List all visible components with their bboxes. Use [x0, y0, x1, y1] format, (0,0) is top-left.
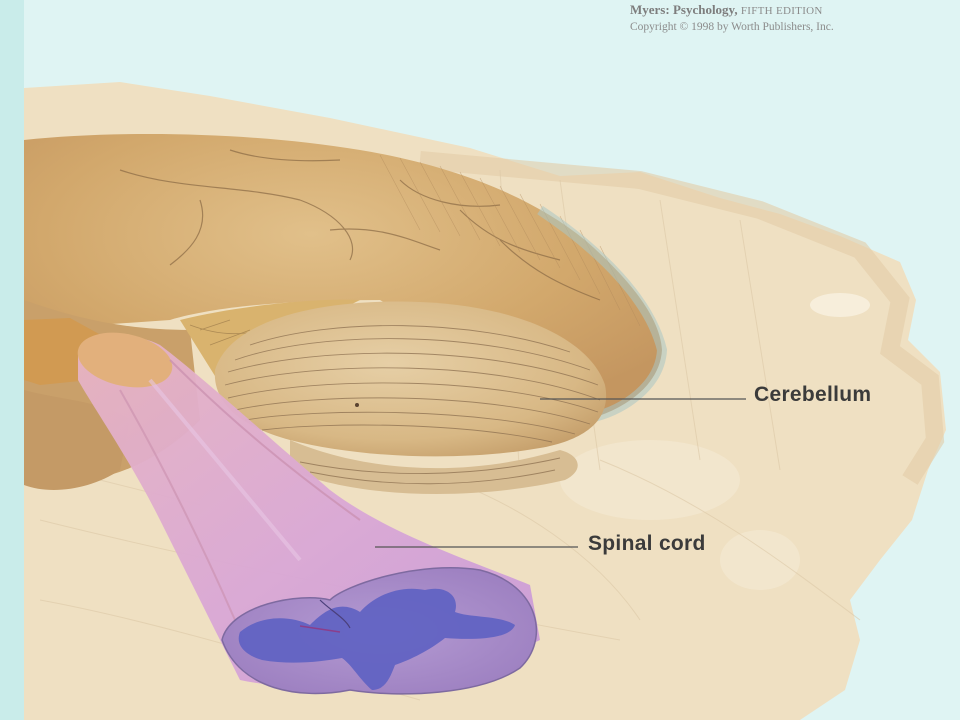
book-title-line: Myers: Psychology, FIFTH EDITION	[630, 2, 955, 19]
left-margin-strip	[0, 0, 24, 720]
copyright-line: Copyright © 1998 by Worth Publishers, In…	[630, 21, 834, 33]
spinal-cord-cross-section	[221, 566, 538, 695]
edition: FIFTH EDITION	[740, 5, 823, 17]
cerebellum	[214, 301, 607, 457]
gray-matter	[238, 588, 515, 690]
cerebellum-label: Cerebellum	[754, 383, 872, 406]
publisher-credit: Myers: Psychology, FIFTH EDITION Copyrig…	[630, 2, 955, 35]
book-title: Myers: Psychology,	[630, 2, 738, 17]
spinal-cord-label: Spinal cord	[588, 532, 706, 555]
